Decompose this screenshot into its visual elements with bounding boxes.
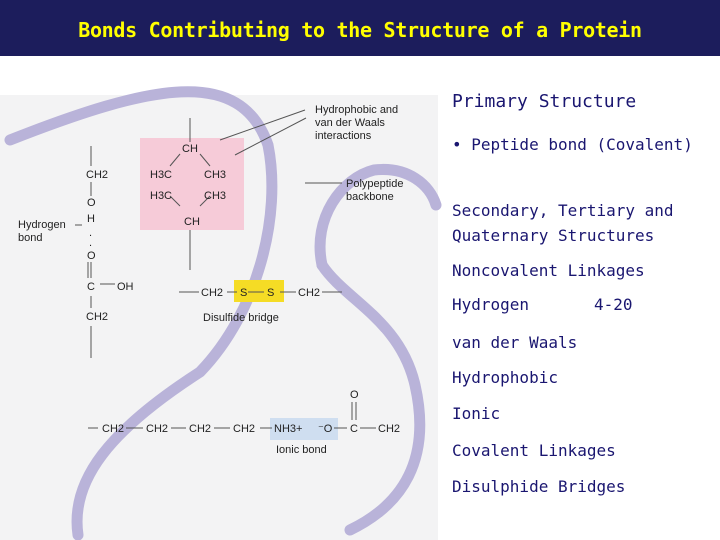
peptide-bond-bullet: • Peptide bond (Covalent) (452, 135, 693, 154)
callout-hydrophobic-2: van der Waals (315, 117, 385, 129)
label-oh: OH (117, 281, 134, 293)
label-ch2-left-lower: CH2 (86, 311, 108, 323)
callout-hydrophobic-1: Hydrophobic and (315, 104, 398, 116)
label-ch2-left: CH2 (86, 169, 108, 181)
label-ch2-disulfide-right: CH2 (298, 287, 320, 299)
label-o-minus: ⁻O (318, 423, 333, 435)
polypeptide-ribbon-loop (316, 259, 426, 536)
covalent-linkages: Covalent Linkages (452, 441, 616, 460)
label-hydrogen-bond-2: bond (18, 232, 42, 244)
hydrogen-value: 4-20 (594, 295, 633, 314)
label-ch-bottom: CH (184, 216, 200, 228)
label-h: H (87, 213, 95, 225)
hydrogen-bond-dot-2: . (89, 237, 92, 249)
secondary-structures-line1: Secondary, Tertiary and (452, 201, 674, 220)
van-der-waals: van der Waals (452, 333, 578, 352)
hydrogen-bond-dot-1: . (89, 227, 92, 239)
primary-structure-heading: Primary Structure (452, 91, 637, 112)
noncovalent-linkages: Noncovalent Linkages (452, 261, 645, 280)
label-o-1: O (87, 197, 96, 209)
label-s-2: S (267, 287, 274, 299)
label-c-ionic: C (350, 423, 358, 435)
label-ch3-1: CH3 (204, 169, 226, 181)
disulfide-box (234, 280, 284, 302)
slide-title: Bonds Contributing to the Structure of a… (78, 18, 642, 42)
label-o-2: O (87, 250, 96, 262)
callout-backbone-2: backbone (346, 191, 394, 203)
label-disulfide-bridge: Disulfide bridge (203, 312, 279, 324)
label-o-ionic: O (350, 389, 359, 401)
callout-hydrophobic-3: interactions (315, 130, 372, 142)
hydrophobic: Hydrophobic (452, 368, 558, 387)
label-ch2-ionic-4: CH2 (233, 423, 255, 435)
polypeptide-ribbon-right (314, 163, 442, 271)
secondary-structures-line2: Quaternary Structures (452, 226, 655, 245)
disulphide-bridges: Disulphide Bridges (452, 477, 626, 496)
label-h3c-1: H3C (150, 169, 172, 181)
label-ch3-2: CH3 (204, 190, 226, 202)
hydrogen-label: Hydrogen (452, 295, 530, 314)
label-ch2-ionic-3: CH2 (189, 423, 211, 435)
label-ch-top: CH (182, 143, 198, 155)
ionic-box (270, 418, 338, 440)
label-nh3: NH3+ (274, 423, 302, 435)
callout-backbone-1: Polypeptide (346, 178, 404, 190)
label-s-1: S (240, 287, 247, 299)
label-c: C (87, 281, 95, 293)
polypeptide-ribbon (4, 86, 278, 540)
label-ch2-ionic-5: CH2 (378, 423, 400, 435)
hydrogen-row: Hydrogen 4-20 (452, 295, 633, 314)
ionic: Ionic (452, 404, 501, 423)
label-ionic-bond: Ionic bond (276, 444, 327, 456)
label-ch2-disulfide-left: CH2 (201, 287, 223, 299)
label-ch2-ionic-1: CH2 (102, 423, 124, 435)
label-hydrogen-bond-1: Hydrogen (18, 219, 66, 231)
label-h3c-2: H3C (150, 190, 172, 202)
title-bar (0, 0, 720, 56)
label-ch2-ionic-2: CH2 (146, 423, 168, 435)
hydrophobic-box (140, 138, 244, 230)
